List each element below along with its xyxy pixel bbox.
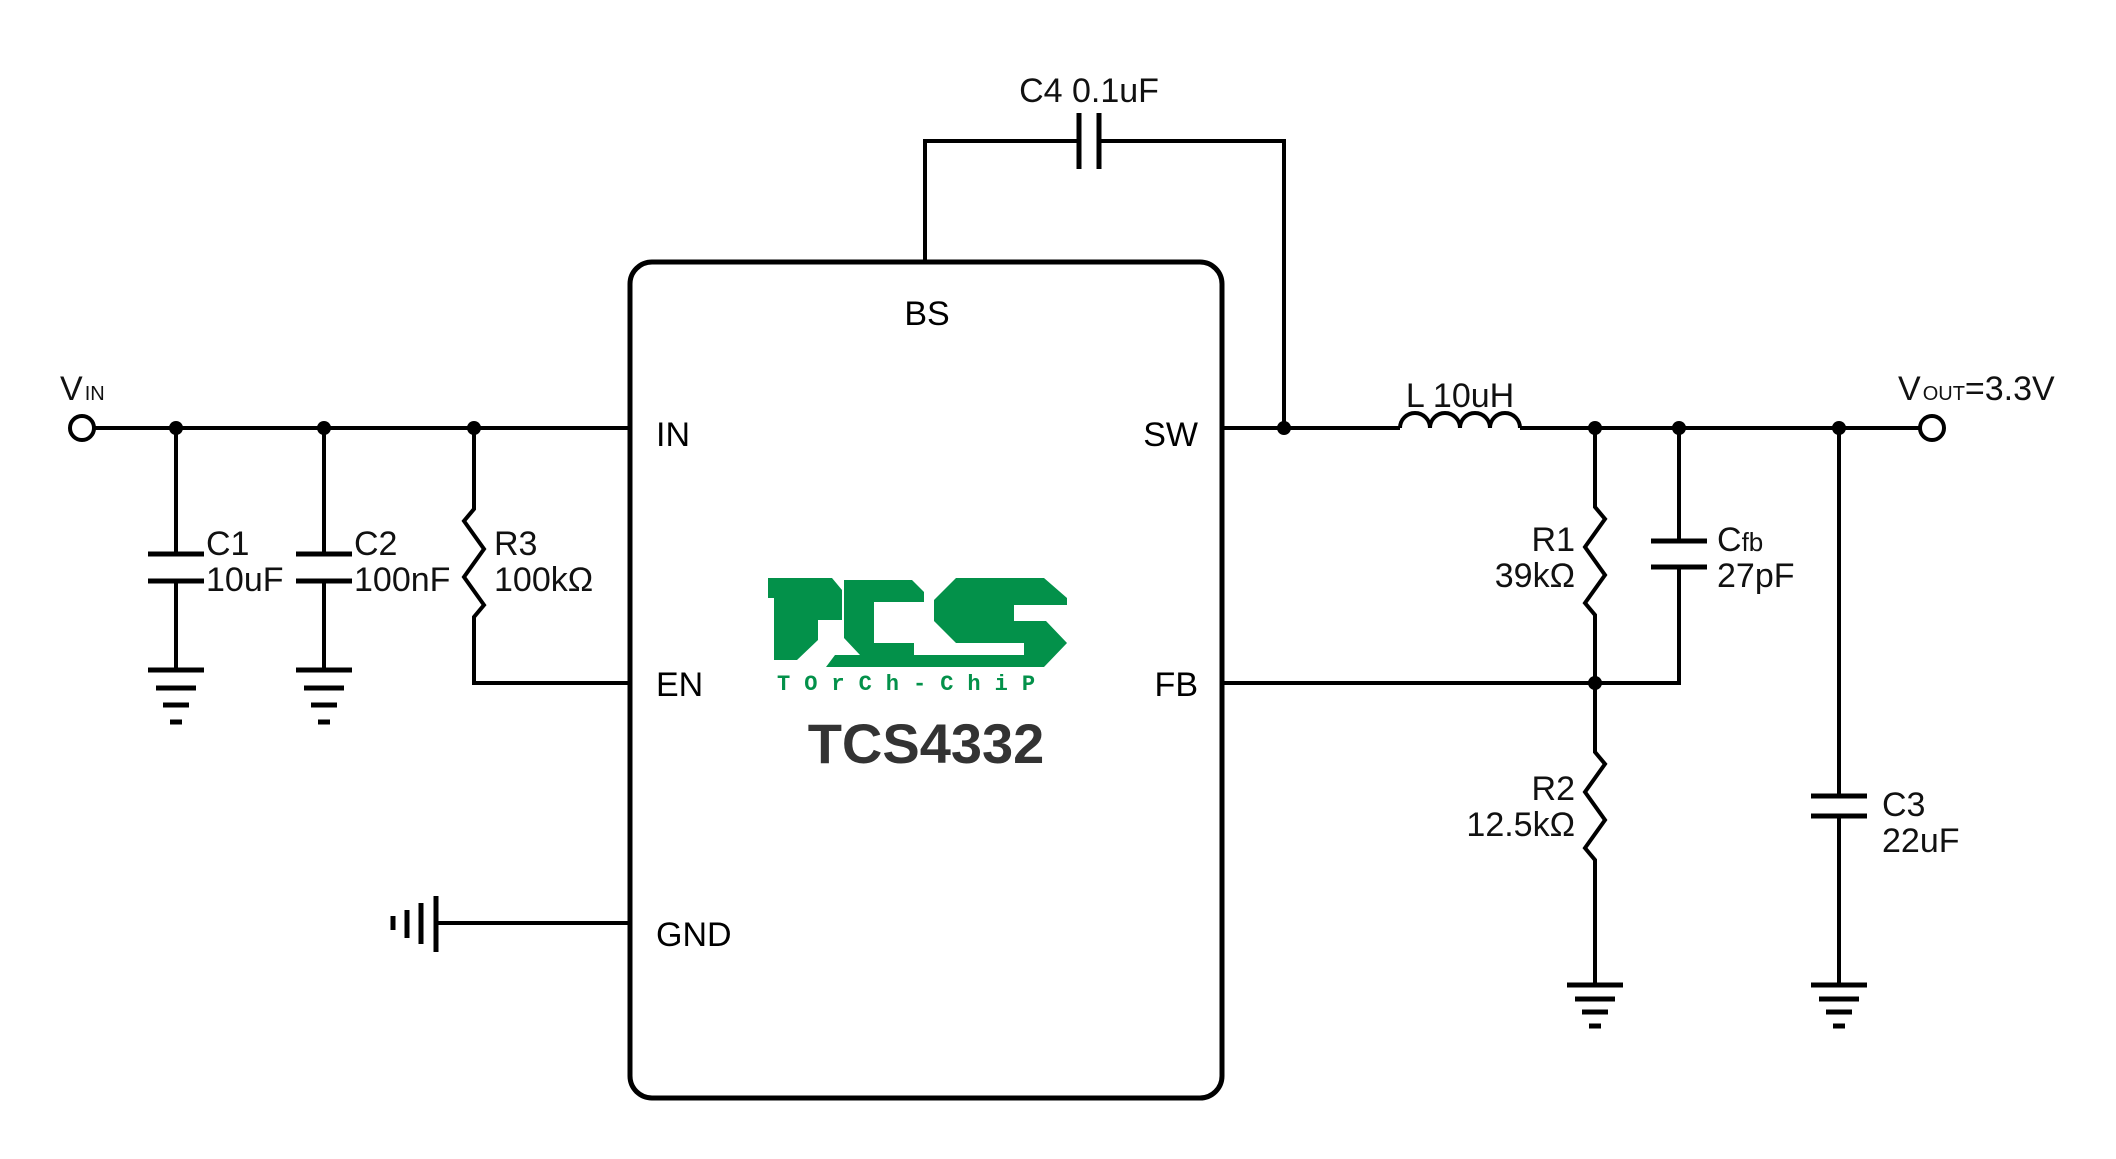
vin-terminal <box>68 414 96 442</box>
r3-value: 100kΩ <box>494 561 593 599</box>
resistor-r1 <box>1582 428 1608 683</box>
capacitor-c3 <box>1811 428 1867 985</box>
r1-ref: R1 <box>1532 521 1575 559</box>
capacitor-cfb <box>1222 428 1707 685</box>
inductor-l <box>1398 411 1522 429</box>
capacitor-c2 <box>296 428 352 670</box>
r1-value: 39kΩ <box>1495 557 1575 595</box>
pin-label-in: IN <box>656 416 690 454</box>
capacitor-c1 <box>148 428 204 670</box>
logo-letter-c <box>844 580 924 655</box>
pin-label-sw: SW <box>1143 416 1198 454</box>
c4-label: C4 0.1uF <box>1019 72 1159 110</box>
cfb-value: 27pF <box>1717 557 1795 595</box>
c4-sw-wire <box>1099 139 1286 428</box>
c2-ref: C2 <box>354 525 397 563</box>
pin-label-bs: BS <box>904 295 949 333</box>
ground-icon <box>1567 982 1623 1029</box>
junction-sw <box>1277 421 1291 435</box>
vout-terminal <box>1918 414 1946 442</box>
resistor-r2 <box>1582 683 1608 985</box>
bs-wire <box>923 139 1079 262</box>
c1-ref: C1 <box>206 525 249 563</box>
r2-value: 12.5kΩ <box>1466 806 1575 844</box>
logo-letter-s <box>826 578 1067 667</box>
l-label: L 10uH <box>1406 377 1514 415</box>
logo-letter-t <box>768 578 842 660</box>
ground-icon <box>148 667 204 725</box>
c2-value: 100nF <box>354 561 450 599</box>
c1-value: 10uF <box>206 561 284 599</box>
logo-tagline: TOrCh-ChiP <box>777 672 1049 697</box>
ground-icon <box>390 896 439 952</box>
capacitor-c4 <box>1076 113 1102 169</box>
pin-label-fb: FB <box>1155 666 1198 704</box>
ground-icon <box>1811 982 1867 1029</box>
c3-ref: C3 <box>1882 786 1925 824</box>
pin-label-gnd: GND <box>656 916 732 954</box>
r2-ref: R2 <box>1532 770 1575 808</box>
cfb-ref: Cfb <box>1717 521 1763 559</box>
tcs-logo: TOrCh-ChiP <box>768 578 1067 697</box>
c3-value: 22uF <box>1882 822 1960 860</box>
part-number: TCS4332 <box>808 712 1045 775</box>
pin-label-en: EN <box>656 666 703 704</box>
resistor-r3 <box>461 428 630 685</box>
r3-ref: R3 <box>494 525 537 563</box>
ground-icon <box>296 667 352 725</box>
